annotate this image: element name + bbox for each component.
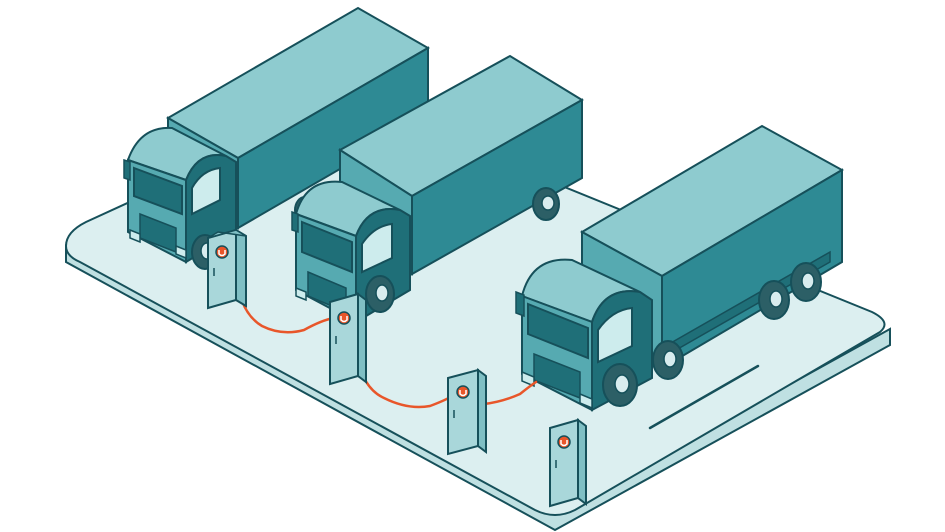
charger-1	[207, 228, 247, 310]
cable-3	[482, 380, 538, 406]
headlight-left	[129, 228, 141, 244]
lane-marking	[648, 364, 760, 430]
side-window	[597, 306, 633, 364]
headlight-left	[521, 370, 535, 388]
plug-icon-glyph	[560, 440, 568, 447]
charger-side	[477, 368, 487, 454]
rear-hub-1	[769, 290, 783, 308]
headlight-left	[295, 286, 307, 302]
side-window	[361, 222, 393, 274]
mirror	[123, 158, 131, 182]
side-window	[191, 166, 221, 216]
plug-icon-glyph	[218, 250, 226, 257]
headlight-right	[175, 244, 187, 260]
rear-hub-2	[801, 272, 815, 290]
front-hub	[375, 284, 389, 302]
windshield	[133, 166, 183, 216]
plug-icon-glyph	[340, 316, 348, 323]
windshield	[301, 220, 353, 274]
charger-side	[577, 418, 587, 506]
mid-hub	[663, 350, 677, 368]
charger-front	[549, 418, 579, 508]
headlight-right	[579, 392, 593, 410]
charger-side	[235, 228, 247, 308]
charger-side	[357, 292, 367, 384]
charger-front	[329, 292, 359, 386]
front-hub	[614, 374, 630, 394]
rear-hub	[541, 195, 555, 211]
charger-front	[447, 368, 479, 456]
mirror	[291, 210, 299, 234]
charger-top	[207, 229, 247, 239]
mirror	[515, 290, 525, 318]
charger-3	[447, 368, 487, 456]
plug-icon-glyph	[459, 390, 467, 397]
charger-4	[549, 418, 587, 508]
charger-2	[329, 292, 367, 386]
windshield	[527, 302, 589, 360]
truck-right	[515, 124, 845, 412]
charger-front	[207, 228, 237, 310]
